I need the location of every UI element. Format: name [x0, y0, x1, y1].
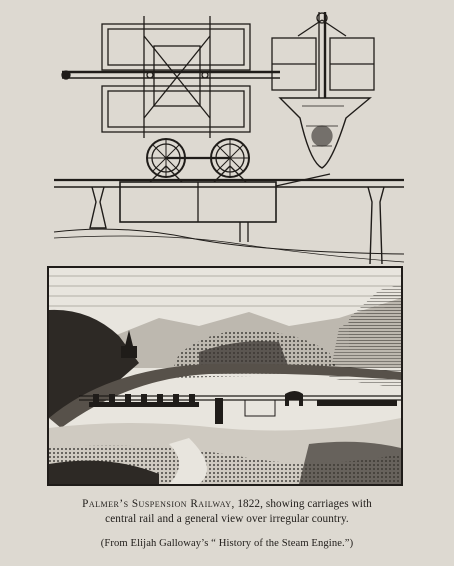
carriage-diagram-illustration — [53, 12, 405, 264]
caption-source: (From Elijah Galloway’s “ History of the… — [100, 538, 354, 549]
landscape-scene-illustration — [47, 266, 403, 486]
caption-line-1-rest: , 1822, showing carriages with — [231, 498, 372, 510]
caption-line-2: central rail and a general view over irr… — [105, 513, 349, 525]
caption-line-1: Palmer’s Suspension Railway, 1822, showi… — [0, 497, 454, 512]
caption-title: Palmer’s Suspension Railway — [82, 498, 232, 510]
